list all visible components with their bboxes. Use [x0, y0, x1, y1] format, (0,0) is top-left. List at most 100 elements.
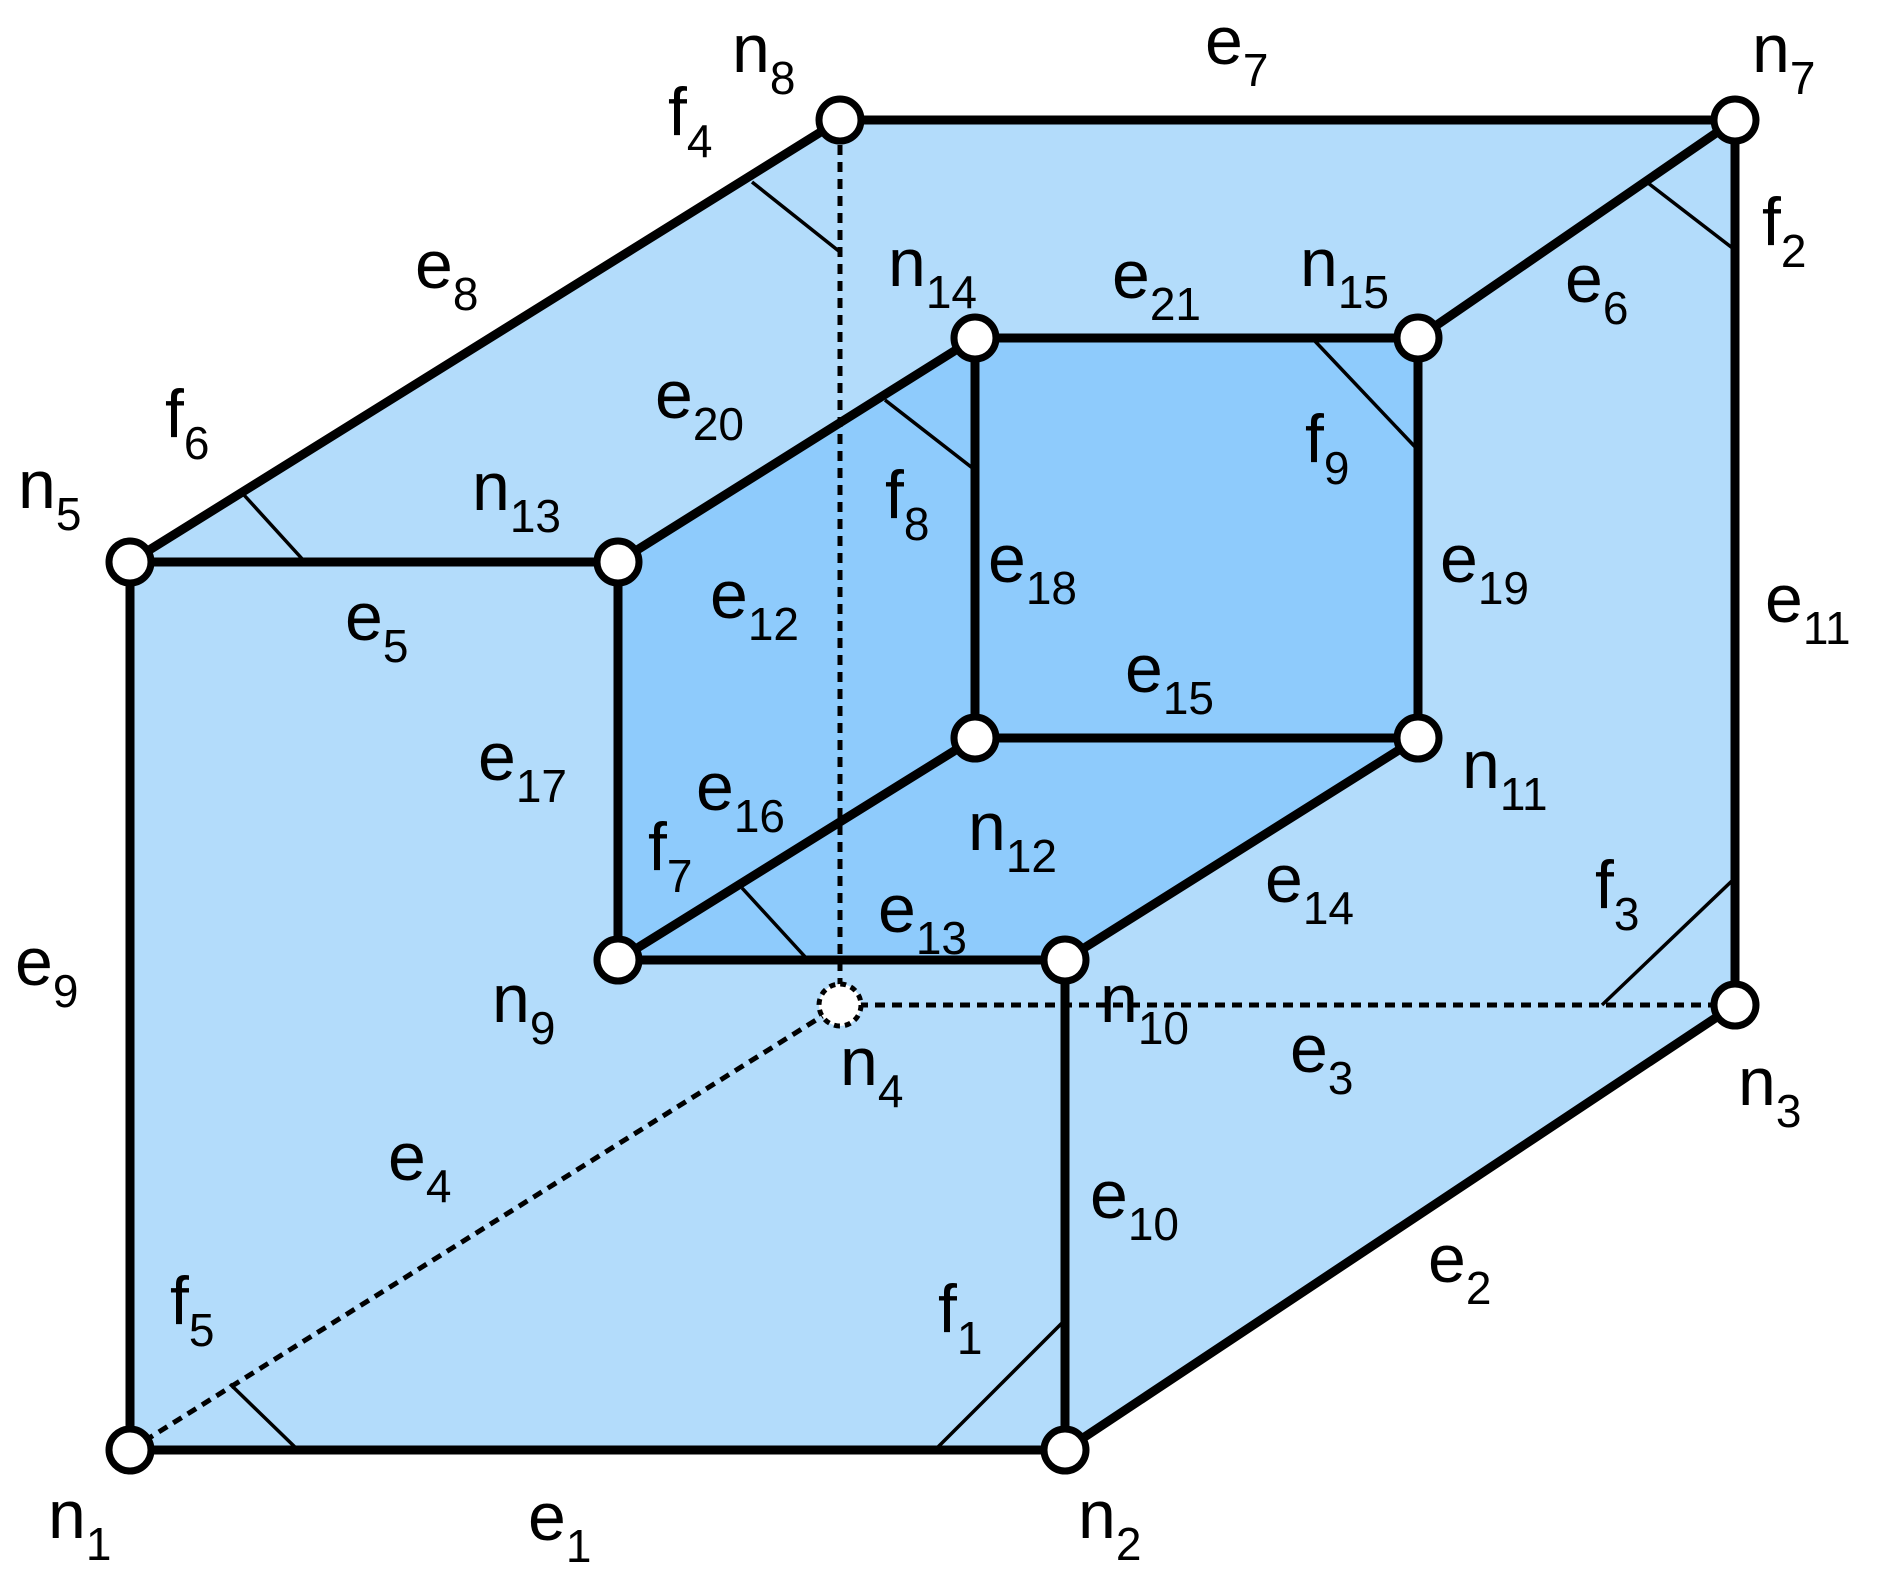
- edge-label-e11: e11: [1765, 561, 1851, 654]
- node-letter: n: [48, 1477, 86, 1553]
- edge-index: 7: [1243, 44, 1269, 96]
- face-index: 5: [189, 1304, 215, 1356]
- face-label-f4: f4: [668, 74, 713, 167]
- node-letter: n: [1462, 727, 1500, 803]
- edge-label-e16: e16: [696, 749, 785, 842]
- edge-letter: e: [1428, 1221, 1466, 1297]
- edge-e2: [1060, 1000, 1740, 1455]
- side-face: [1065, 120, 1735, 1450]
- node-n8: [815, 95, 865, 145]
- edge-label-e17: e17: [478, 719, 567, 812]
- node-n7: [1710, 95, 1760, 145]
- node-n11: [1393, 713, 1443, 763]
- node-letter: n: [1752, 11, 1790, 87]
- face-index: 7: [667, 850, 693, 902]
- face-letter: f: [165, 376, 184, 452]
- node-label-n15: n15: [1300, 225, 1389, 318]
- edge-letter: e: [1440, 521, 1478, 597]
- node-n10: [1040, 935, 1090, 985]
- edge-label-e21: e21: [1112, 237, 1201, 330]
- face-index: 9: [1324, 442, 1350, 494]
- node-letter: n: [968, 789, 1006, 865]
- face-index: 4: [687, 115, 713, 167]
- edge-index: 13: [916, 912, 967, 964]
- edge-letter: e: [710, 557, 748, 633]
- edge-index: 19: [1478, 562, 1529, 614]
- edge-index: 18: [1026, 562, 1077, 614]
- edge-e6: [1413, 115, 1740, 343]
- node-letter: n: [492, 961, 530, 1037]
- face-marker-f6: [242, 493, 307, 564]
- node-label-n2: n2: [1078, 1477, 1141, 1570]
- node-label-n5: n5: [18, 447, 81, 540]
- node-index: 15: [1338, 266, 1389, 318]
- edge-letter: e: [388, 1119, 426, 1195]
- node-index: 2: [1116, 1518, 1142, 1570]
- edge-e12: [613, 333, 980, 567]
- face-label-f9: f9: [1305, 401, 1350, 494]
- hidden-edges-layer: [128, 120, 1735, 1453]
- edge-e8: [125, 115, 845, 567]
- face-letter: f: [648, 809, 667, 885]
- face-marker-f8: [883, 398, 977, 472]
- node-label-n11: n11: [1462, 727, 1548, 820]
- tunnel-face-back: [975, 338, 1418, 738]
- face-index: 8: [904, 498, 930, 550]
- node-index: 10: [1138, 1002, 1189, 1054]
- edge-label-e2: e2: [1428, 1221, 1491, 1314]
- face-label-f2: f2: [1762, 184, 1807, 277]
- edge-label-e5: e5: [345, 579, 408, 672]
- face-label-f3: f3: [1595, 847, 1640, 940]
- edge-index: 5: [383, 620, 409, 672]
- edges-layer: [125, 115, 1740, 1455]
- edge-letter: e: [528, 1479, 566, 1555]
- node-index: 5: [56, 488, 82, 540]
- node-index: 4: [878, 1065, 904, 1117]
- edge-label-e14: e14: [1265, 841, 1354, 934]
- edge-index: 3: [1328, 1052, 1354, 1104]
- node-index: 8: [770, 52, 796, 104]
- tunnel-face-left: [618, 338, 975, 960]
- edge-label-e9: e9: [15, 924, 78, 1017]
- edge-label-e8: e8: [415, 227, 478, 320]
- face-marker-f3: [1600, 876, 1737, 1007]
- face-label-f5: f5: [170, 1263, 215, 1356]
- node-index: 12: [1006, 830, 1057, 882]
- node-index: 1: [86, 1518, 112, 1570]
- edge-e4: [128, 1002, 842, 1453]
- node-letter: n: [888, 225, 926, 301]
- edge-index: 11: [1803, 602, 1851, 654]
- edge-letter: e: [1205, 3, 1243, 79]
- edge-label-e19: e19: [1440, 521, 1529, 614]
- node-letter: n: [1738, 1044, 1776, 1120]
- node-label-n8: n8: [732, 11, 795, 104]
- edge-label-e13: e13: [878, 871, 967, 964]
- face-marker-f2: [1646, 181, 1737, 252]
- edge-letter: e: [345, 579, 383, 655]
- edge-letter: e: [15, 924, 53, 1000]
- node-label-n12: n12: [968, 789, 1057, 882]
- face-letter: f: [938, 1271, 957, 1347]
- face-letter: f: [885, 457, 904, 533]
- edge-index: 14: [1303, 882, 1354, 934]
- face-label-f1: f1: [938, 1271, 983, 1364]
- node-label-n3: n3: [1738, 1044, 1801, 1137]
- node-label-n4: n4: [840, 1024, 903, 1117]
- edge-index: 21: [1150, 278, 1201, 330]
- node-letter: n: [1078, 1477, 1116, 1553]
- edge-e16: [613, 733, 980, 965]
- node-label-n1: n1: [48, 1477, 111, 1570]
- edge-index: 6: [1603, 282, 1629, 334]
- node-label-n14: n14: [888, 225, 977, 318]
- edge-letter: e: [696, 749, 734, 825]
- node-letter: n: [732, 11, 770, 87]
- node-n4: [816, 981, 864, 1029]
- node-index: 9: [530, 1002, 556, 1054]
- face-letter: f: [668, 74, 687, 150]
- edge-letter: e: [655, 357, 693, 433]
- front-face: [130, 562, 1065, 1450]
- node-n1: [105, 1425, 155, 1475]
- node-letter: n: [1300, 225, 1338, 301]
- edge-letter: e: [1125, 631, 1163, 707]
